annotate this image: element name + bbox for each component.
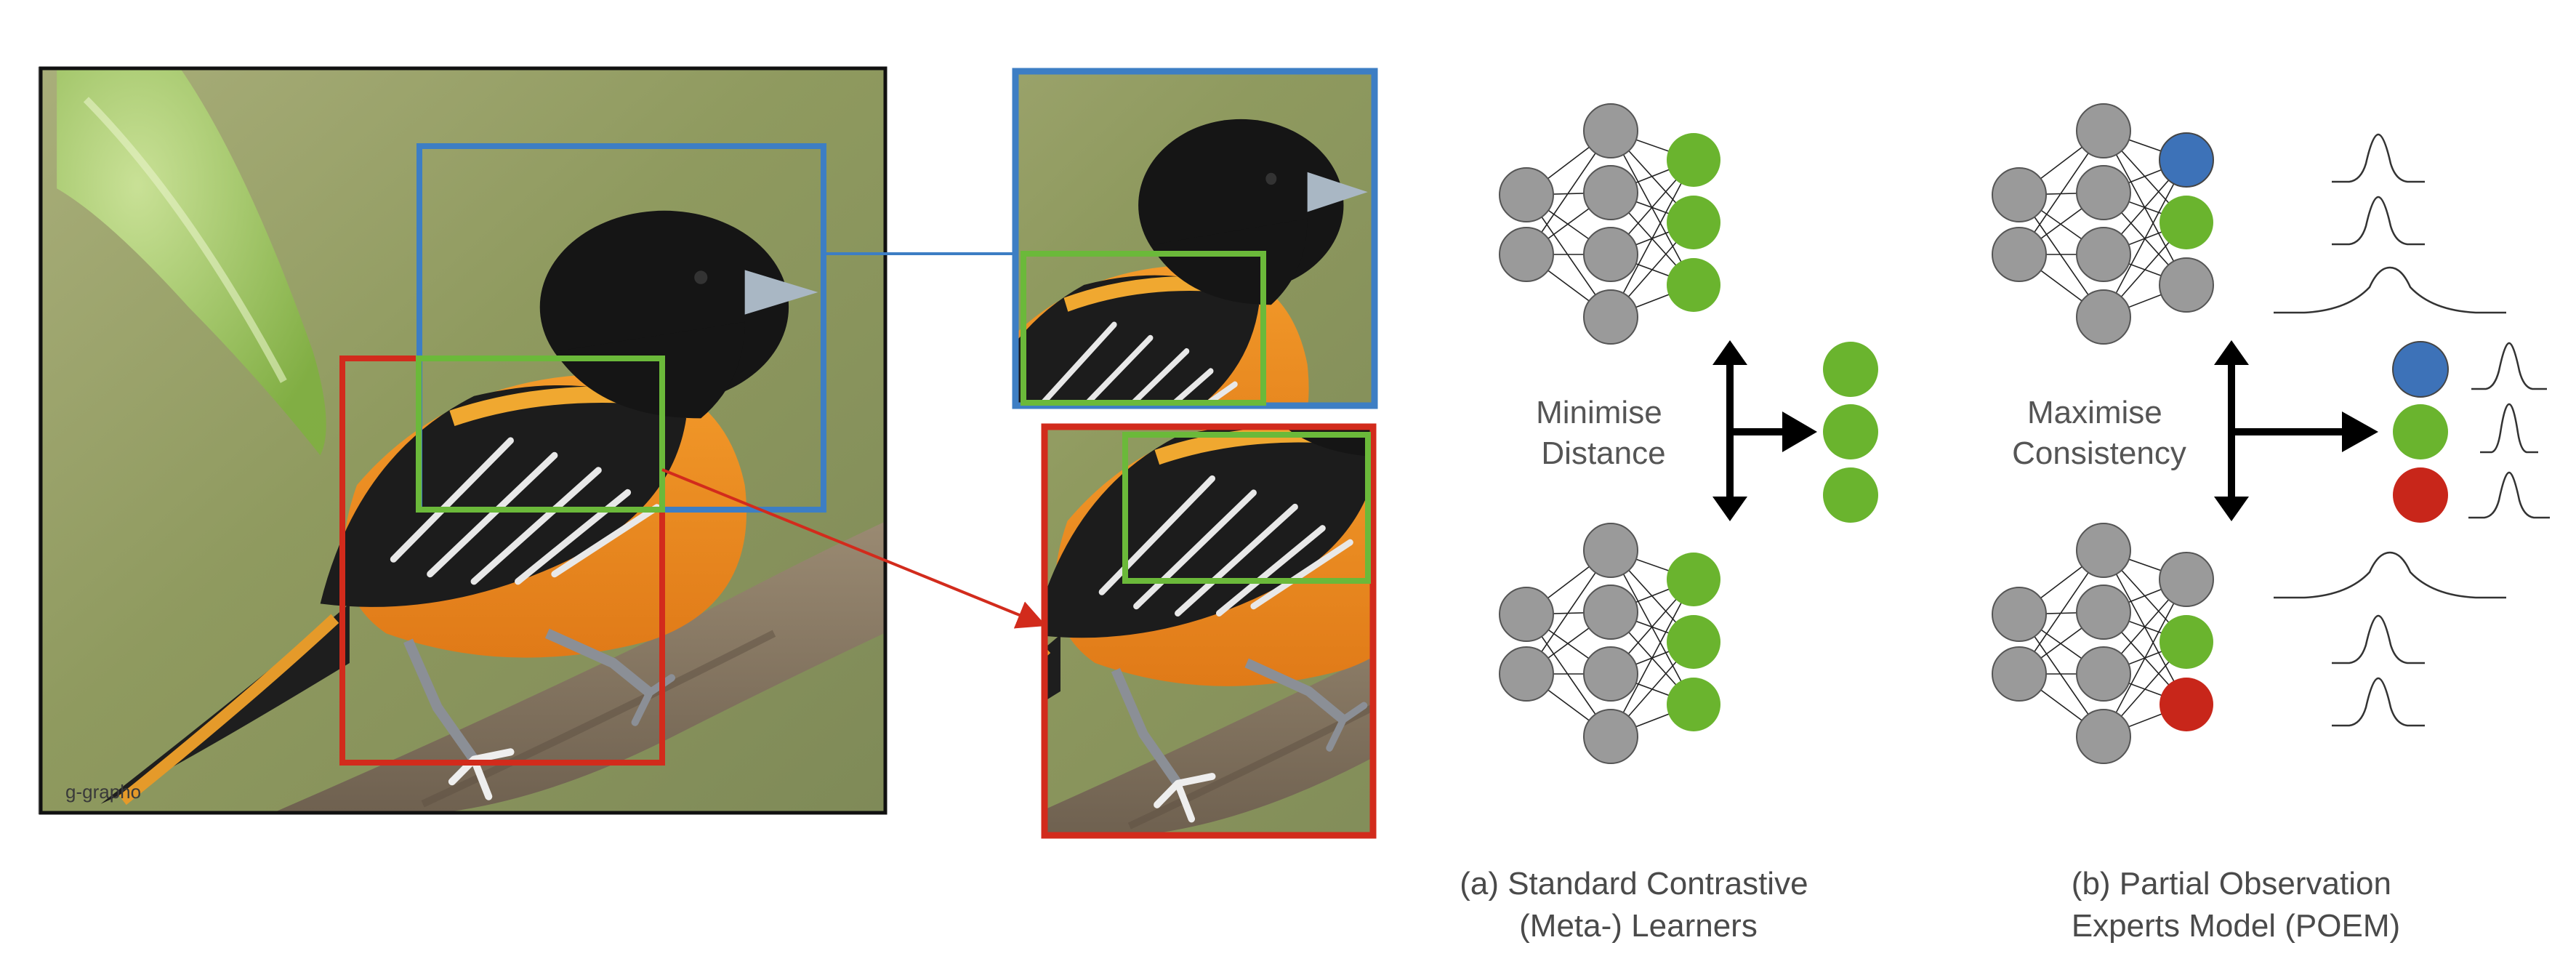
output-node-green [1667,196,1720,249]
panel-a: Minimise Distance (a) Standard Contrasti… [1460,103,1878,944]
panel-a-label-line1: Minimise [1536,395,1662,430]
network-b-bottom [1992,523,2214,764]
distribution-curves-top [2274,133,2506,314]
svg-text:Maximise Consistency: Maximise Consistency [2012,395,2186,471]
aggregated-output-b [2392,341,2449,523]
network-a-bottom [1499,523,1720,764]
panel-b-caption-line1: (b) Partial Observation [2072,866,2391,901]
output-node-gray [2159,552,2214,607]
network-b-top [1992,103,2214,345]
panel-b-label-line1: Maximise [2027,395,2162,430]
bidirectional-arrow-a [1712,340,1817,521]
panel-b-label-line2: Consistency [2012,435,2186,471]
output-node-green [2160,196,2213,249]
svg-text:(b) Partial Observation: (b) Partial Observation Experts Model (P… [2072,866,2400,944]
photo-watermark: g-grapho [65,781,141,803]
output-node-gray [2159,257,2214,313]
panel-a-caption-line1: (a) Standard Contrastive [1460,866,1808,901]
aggregated-distributions [2468,342,2550,519]
output-node-green [1667,258,1720,312]
red-crop-green-box [1122,432,1371,584]
output-node-green [1667,615,1720,669]
green-overlap-box [416,356,665,513]
aggregated-output-a [1823,342,1878,523]
panel-a-caption-line2: (Meta-) Learners [1519,908,1758,944]
svg-text:(a) Standard Contrastive: (a) Standard Contrastive (Meta-) Learner… [1460,866,1817,944]
output-node-blue [2159,132,2214,188]
panel-a-label-line2: Distance [1541,435,1665,471]
output-node-green [1667,133,1720,187]
output-node-green [1667,678,1720,731]
blue-crop-green-box [1021,251,1266,406]
red-crop-view [1041,423,1377,839]
blue-crop-view [1012,68,1378,409]
bidirectional-arrow-b [2214,340,2378,521]
network-a-top [1499,103,1720,345]
distribution-curves-bottom [2274,551,2506,727]
panel-b: Maximise Consistency (b) Partial Observa… [1992,103,2550,944]
main-photo: g-grapho [38,66,887,815]
panel-b-caption-line2: Experts Model (POEM) [2072,908,2400,944]
output-node-red [2160,678,2213,731]
output-node-green [2160,615,2213,669]
output-node-green [1667,553,1720,606]
svg-text:Minimise Distance: Minimise Distance [1536,395,1671,471]
red-connector-arrow [661,468,1047,629]
